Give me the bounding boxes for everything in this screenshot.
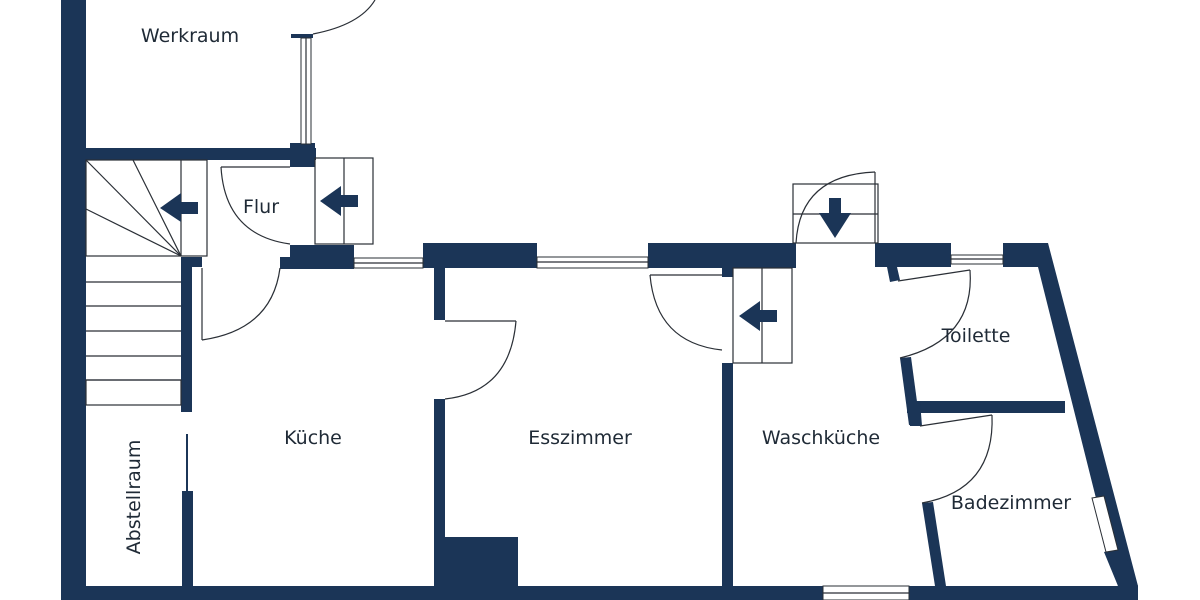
room-label-kueche: Küche <box>284 427 342 449</box>
room-label-flur: Flur <box>242 196 280 218</box>
waschkueche-step-arrow-icon <box>739 301 777 331</box>
entry-steps <box>792 183 879 244</box>
room-label-werkraum: Werkraum <box>140 25 240 47</box>
room-label-badezimmer: Badezimmer <box>950 492 1072 514</box>
entry-step-arrow-icon <box>819 198 851 238</box>
flur-step-arrow-icon <box>320 186 358 216</box>
stairs-arrow-icon <box>160 193 198 222</box>
waschkueche-steps <box>732 267 793 364</box>
room-label-abstellraum: Abstellraum <box>123 439 145 555</box>
room-label-toilette: Toilette <box>941 325 1011 347</box>
doors <box>201 0 993 504</box>
staircase <box>85 159 208 406</box>
room-label-waschkueche: Waschküche <box>761 427 881 449</box>
flur-steps <box>314 157 374 245</box>
room-label-esszimmer: Esszimmer <box>528 427 632 449</box>
windows <box>300 37 1119 600</box>
